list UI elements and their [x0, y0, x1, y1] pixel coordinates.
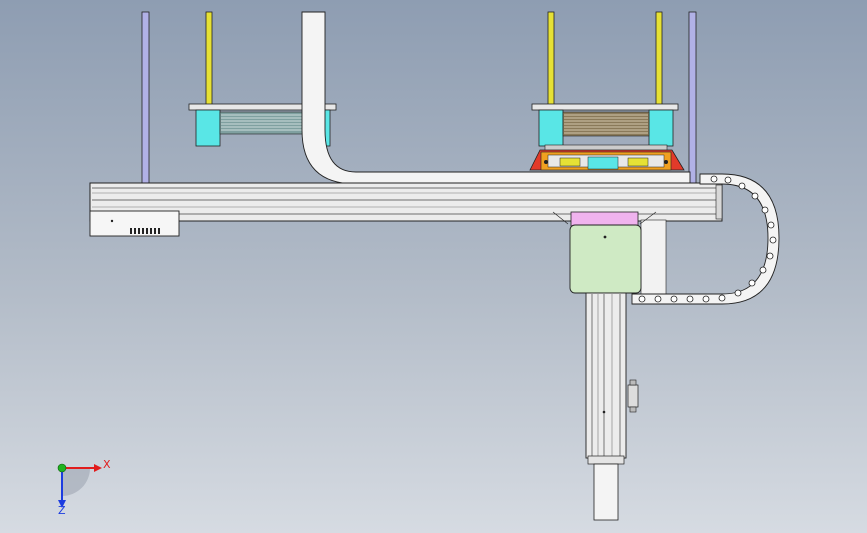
right-cylinder-assembly[interactable] — [531, 103, 679, 152]
carriage-block[interactable] — [569, 224, 642, 294]
vertical-linear-axis[interactable] — [585, 292, 627, 521]
left-cylinder-assembly[interactable] — [188, 103, 337, 147]
cable-drag-chain[interactable] — [631, 173, 780, 305]
yellow-rod-1[interactable] — [205, 11, 213, 107]
mount-plate[interactable] — [640, 219, 667, 299]
drag-chain-links — [638, 175, 777, 303]
z-axis-label: Z — [58, 504, 66, 517]
rail-end-motor[interactable] — [89, 210, 180, 237]
yellow-rod-4[interactable] — [655, 11, 663, 107]
yellow-rod-3[interactable] — [547, 11, 555, 107]
limit-sensor[interactable] — [627, 379, 639, 413]
gripper-block[interactable] — [529, 149, 685, 171]
guide-rod-right[interactable] — [688, 11, 697, 185]
coordinate-triad: X Z — [57, 458, 111, 517]
guide-rod-left[interactable] — [141, 11, 150, 185]
cable-tube[interactable] — [301, 11, 691, 185]
x-axis-label: X — [103, 458, 111, 471]
y-axis-marker — [57, 463, 67, 473]
carriage-plate[interactable] — [570, 211, 639, 227]
